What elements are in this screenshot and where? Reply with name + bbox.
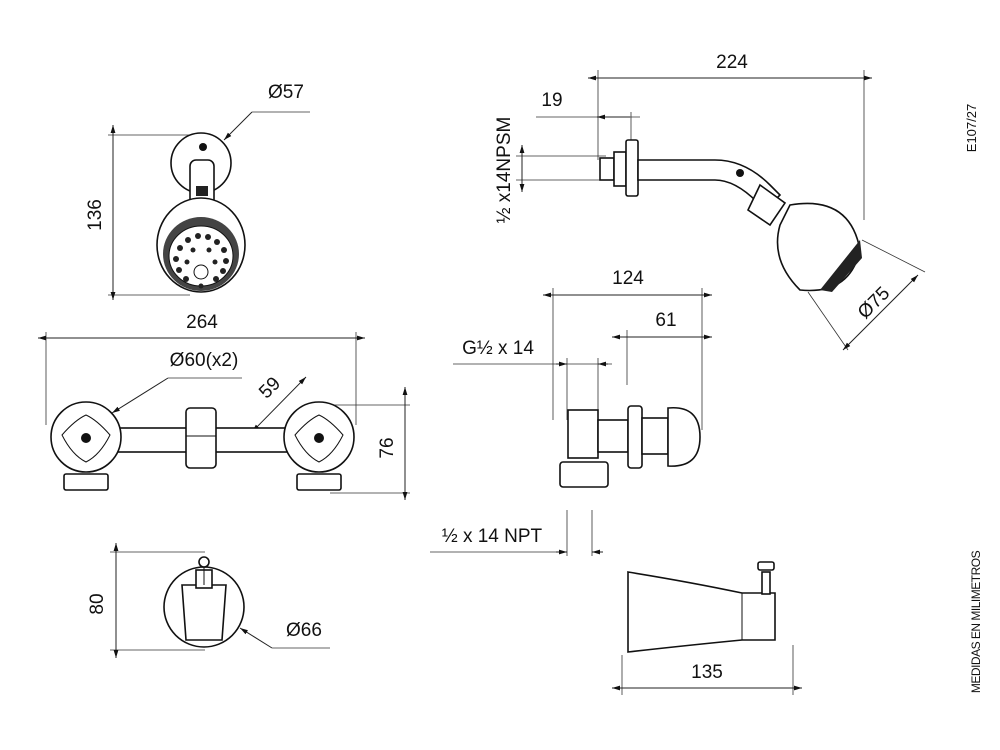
center-distance-label: 59	[255, 373, 285, 403]
spout-front-view: 80 Ø66	[87, 543, 330, 658]
right-handle	[283, 401, 355, 491]
overall-width-label: 264	[186, 312, 218, 333]
thread-spec-label: ½ x14NPSM	[494, 117, 515, 224]
shower-head-height-label: 136	[85, 199, 106, 231]
drawing-code: E107/27	[964, 104, 979, 152]
inlet-thread-label: G½ x 14	[462, 338, 534, 359]
units-note: MEDIDAS EN MILIMETROS	[969, 550, 983, 693]
handle-depth-label: 61	[655, 310, 676, 331]
valve-front-view: 264 Ø60(x2) 59 76	[38, 312, 410, 500]
head-diameter-label: Ø75	[854, 283, 894, 323]
spout-side-view: 135	[612, 561, 802, 695]
left-handle	[50, 401, 122, 491]
shower-head-front-view: 136 Ø57	[85, 82, 310, 300]
spout-diameter-label: Ø66	[286, 620, 322, 641]
valve-height-label: 76	[377, 437, 398, 458]
thread-length-label: 19	[541, 90, 562, 111]
valve-depth-label: 124	[612, 268, 644, 289]
handle-diameter-label: Ø60(x2)	[170, 350, 239, 371]
spout-length-label: 135	[691, 662, 723, 683]
arm-length-label: 224	[716, 52, 748, 73]
outlet-thread-label: ½ x 14 NPT	[442, 526, 543, 547]
valve-side-view: 124 61 G½ x 14 ½ x 14 NPT	[430, 268, 712, 556]
flange-diameter-label: Ø57	[268, 82, 304, 103]
spout-height-label: 80	[87, 593, 108, 614]
shower-arm-side-view: 224 19 ½ x14NPSM Ø75	[494, 52, 926, 351]
